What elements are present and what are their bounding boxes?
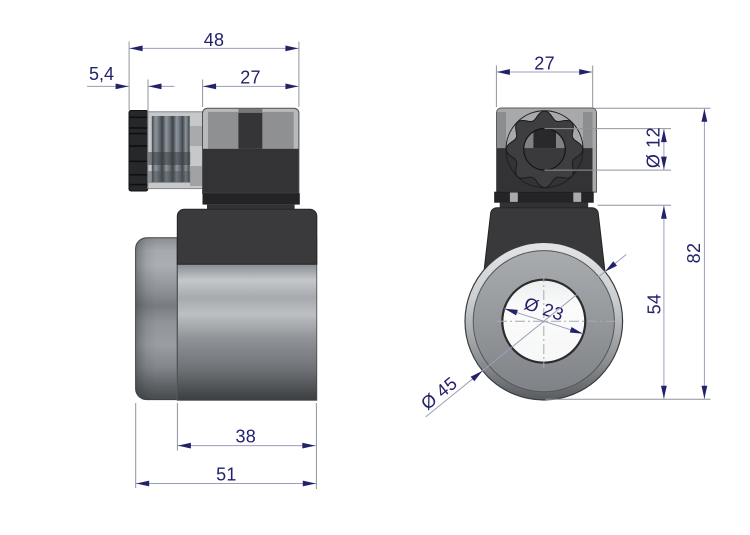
svg-text:27: 27 [534,54,555,74]
svg-text:5,4: 5,4 [89,64,114,84]
svg-text:48: 48 [204,30,225,50]
svg-text:Ø 12: Ø 12 [644,127,664,168]
svg-text:54: 54 [645,294,665,315]
svg-text:51: 51 [216,465,237,485]
svg-text:82: 82 [684,243,704,264]
svg-text:27: 27 [240,67,261,87]
svg-text:38: 38 [235,427,256,447]
